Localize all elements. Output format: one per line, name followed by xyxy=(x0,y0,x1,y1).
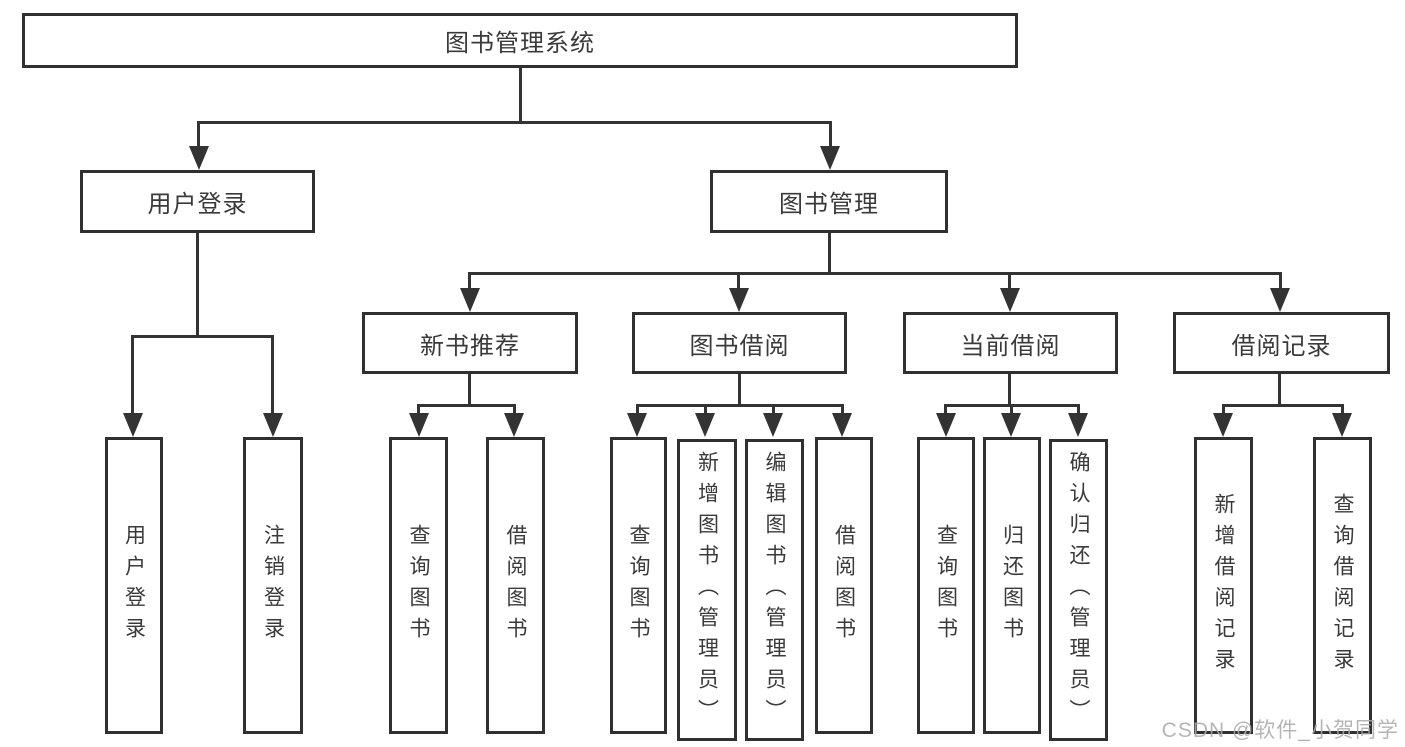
connector-line xyxy=(737,272,740,294)
arrow-down-icon xyxy=(1213,413,1233,437)
arrow-down-icon xyxy=(695,413,715,437)
connector-line xyxy=(944,404,947,419)
node-add-book-admin: 新增图书（管理员） xyxy=(677,439,737,741)
node-book-management: 图书管理 xyxy=(710,170,948,233)
connector-line xyxy=(417,404,516,407)
arrow-down-icon xyxy=(627,413,647,437)
node-query-books: 查询图书 xyxy=(389,437,448,734)
connector-line xyxy=(1077,404,1080,419)
node-confirm-return-admin: 确认归还（管理员） xyxy=(1049,439,1108,741)
node-user-login-action: 用户登录 xyxy=(105,437,163,734)
connector-line xyxy=(197,121,832,124)
arrow-down-icon xyxy=(504,413,524,437)
connector-line xyxy=(468,272,471,294)
arrow-down-icon xyxy=(460,288,480,312)
node-borrow-books: 借阅图书 xyxy=(486,437,545,734)
connector-line xyxy=(704,404,707,419)
arrow-down-icon xyxy=(409,413,429,437)
node-label: 新增借阅记录 xyxy=(1212,492,1235,679)
node-label: 新增图书（管理员） xyxy=(695,450,719,730)
node-borrowing-records: 借阅记录 xyxy=(1173,312,1390,374)
connector-line xyxy=(513,404,516,419)
connector-line xyxy=(1222,404,1344,407)
connector-line xyxy=(738,374,741,407)
arrow-down-icon xyxy=(832,413,852,437)
node-return-books: 归还图书 xyxy=(983,437,1041,734)
arrow-down-icon xyxy=(1270,288,1290,312)
node-label: 查询图书 xyxy=(627,523,650,648)
connector-line xyxy=(131,335,274,338)
node-query-books: 查询图书 xyxy=(610,437,667,734)
arrow-down-icon xyxy=(1068,413,1088,437)
node-label: 查询图书 xyxy=(934,523,958,648)
node-label: 借阅图书 xyxy=(504,523,527,648)
connector-line xyxy=(1008,272,1011,294)
arrow-down-icon xyxy=(1332,413,1352,437)
arrow-down-icon xyxy=(936,413,956,437)
node-label: 归还图书 xyxy=(1000,523,1024,648)
node-logout: 注销登录 xyxy=(243,437,303,734)
node-label: 确认归还（管理员） xyxy=(1067,450,1090,730)
node-add-borrow-record: 新增借阅记录 xyxy=(1194,437,1253,734)
node-label: 编辑图书（管理员） xyxy=(763,450,786,730)
connector-line xyxy=(1010,404,1013,419)
connector-line xyxy=(196,233,199,338)
arrow-down-icon xyxy=(1000,288,1020,312)
watermark: CSDN @软件_小贺同学 xyxy=(1161,719,1399,742)
arrow-down-icon xyxy=(763,413,783,437)
connector-line xyxy=(1279,272,1282,294)
connector-line xyxy=(1341,404,1344,419)
connector-line xyxy=(772,404,775,419)
arrow-down-icon xyxy=(189,146,209,170)
node-book-borrowing: 图书借阅 xyxy=(632,312,847,374)
connector-line xyxy=(636,404,639,419)
node-label: 查询借阅记录 xyxy=(1331,492,1354,679)
node-edit-book-admin: 编辑图书（管理员） xyxy=(745,439,804,741)
connector-line xyxy=(131,335,134,419)
connector-line xyxy=(1222,404,1225,419)
connector-line xyxy=(829,121,832,153)
node-new-book-recommend: 新书推荐 xyxy=(362,312,578,374)
connector-line xyxy=(197,121,200,153)
connector-line xyxy=(1008,374,1011,407)
connector-line xyxy=(271,335,274,419)
arrow-down-icon xyxy=(729,288,749,312)
arrow-down-icon xyxy=(263,413,283,437)
node-label: 注销登录 xyxy=(261,523,285,648)
node-borrow-books: 借阅图书 xyxy=(815,437,873,734)
arrow-down-icon xyxy=(1001,413,1021,437)
node-query-books: 查询图书 xyxy=(917,437,975,734)
node-library-system: 图书管理系统 xyxy=(22,13,1018,68)
node-user-login: 用户登录 xyxy=(80,170,315,233)
connector-line xyxy=(468,374,471,407)
connector-line xyxy=(828,233,831,275)
connector-line xyxy=(519,68,522,124)
arrow-down-icon xyxy=(820,146,840,170)
arrow-down-icon xyxy=(123,413,143,437)
node-label: 借阅图书 xyxy=(832,523,856,648)
node-query-borrow-record: 查询借阅记录 xyxy=(1313,437,1372,734)
node-label: 查询图书 xyxy=(407,523,430,648)
node-label: 用户登录 xyxy=(122,523,146,648)
connector-line xyxy=(636,404,844,407)
connector-line xyxy=(1278,374,1281,407)
node-current-borrowing: 当前借阅 xyxy=(903,312,1118,374)
connector-line xyxy=(417,404,420,419)
connector-line xyxy=(841,404,844,419)
connector-line xyxy=(468,272,1282,275)
